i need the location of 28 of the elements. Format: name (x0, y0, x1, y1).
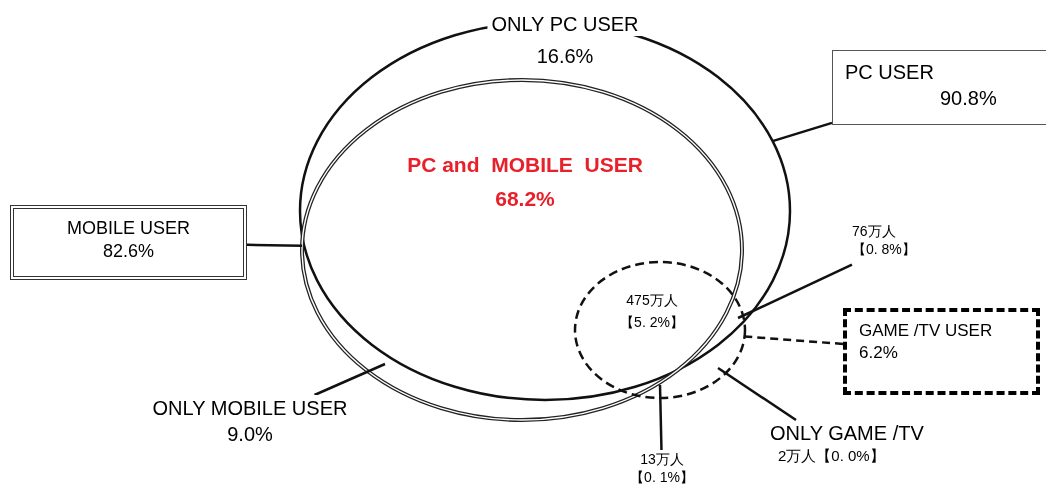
leader-line (717, 366, 797, 422)
region-label: 68.2% (494, 186, 556, 212)
leader-line (737, 263, 853, 320)
label-text: 76万人 (852, 222, 896, 241)
label-text: PC USER (845, 60, 934, 85)
label-text: ONLY GAME /TV (770, 421, 924, 446)
label-text: GAME /TV USER (859, 320, 993, 342)
value-text: 【0. 8%】 (852, 240, 916, 259)
region-label: 475万人 (625, 292, 679, 309)
mobile-user-box (10, 205, 247, 280)
label-text: MOBILE USER (67, 217, 190, 240)
game-tv-user-box (843, 308, 1040, 395)
value-text: 2万人【0. 0%】 (777, 446, 885, 466)
value-text: 82.6% (102, 240, 154, 264)
label-text: ONLY MOBILE USER (152, 396, 348, 421)
region-label: 【5. 2%】 (619, 314, 685, 331)
label-text: 13万人 (640, 450, 684, 469)
leader-line (314, 362, 386, 397)
value-text: 6.2% (859, 342, 898, 365)
leader-line (658, 384, 663, 451)
connector-line (246, 243, 303, 248)
pc-user-box (832, 50, 1046, 125)
value-text: 90.8% (939, 86, 997, 111)
value-text: 【0. 1%】 (630, 468, 694, 487)
connector-line (744, 335, 844, 346)
value-text: 9.0% (227, 422, 273, 447)
region-label: PC and MOBILE USER (406, 152, 644, 178)
connector-line (772, 121, 833, 143)
